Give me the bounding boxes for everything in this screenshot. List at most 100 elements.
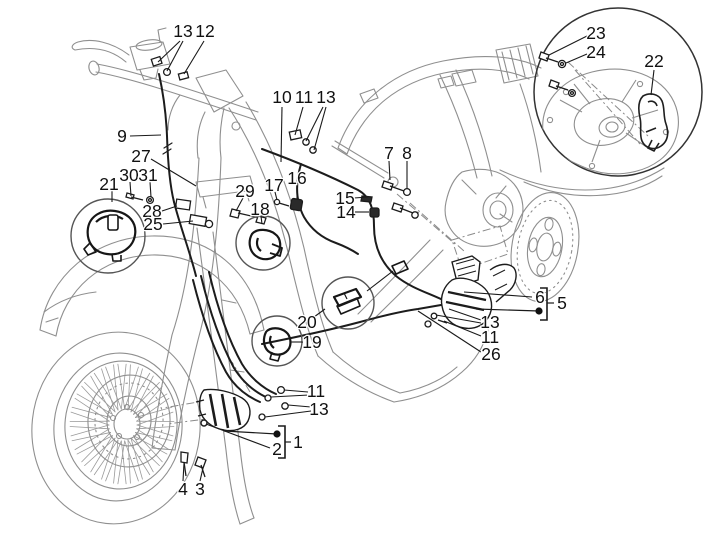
frame-tubes [228, 43, 542, 403]
rear-brake-hose [261, 148, 448, 303]
leader-line-29 [235, 197, 244, 212]
leader-line-20 [313, 308, 326, 318]
leader-line-23 [548, 35, 588, 56]
front-brake-disc [87, 374, 171, 468]
leader-line-22 [650, 69, 655, 96]
front-fender [39, 235, 265, 337]
leader-line-25 [162, 220, 194, 225]
callout-20: 20 [297, 312, 317, 332]
callout-3: 3 [195, 479, 205, 499]
callout-26: 26 [481, 344, 500, 364]
leader-line-3 [199, 467, 204, 482]
callout-14: 14 [336, 202, 356, 222]
leader-line-11 [270, 394, 310, 398]
callout-11: 11 [307, 381, 325, 401]
callout-28: 28 [142, 201, 161, 221]
detail-circle-20 [321, 276, 375, 330]
leader-line-10 [280, 106, 283, 163]
leader-line-31 [149, 181, 152, 198]
leader-line-15 [353, 196, 369, 199]
leader-line-2 [205, 423, 271, 449]
leader-line-28 [161, 205, 178, 212]
callout-10: 10 [272, 87, 292, 107]
leader-line-11 [443, 320, 482, 337]
callout-13: 13 [316, 87, 335, 107]
wheel-spokes [69, 363, 175, 485]
leader-line-13 [264, 410, 312, 418]
callout-17: 17 [264, 175, 283, 195]
leader-line-20 [366, 270, 394, 292]
callout-22: 22 [644, 51, 663, 71]
front-brake-hose [158, 73, 175, 203]
callout-21: 21 [99, 174, 118, 194]
leader-line-7 [388, 160, 391, 181]
callout-16: 16 [287, 168, 306, 188]
callout-13: 13 [480, 312, 499, 332]
leader-line-13 [313, 106, 327, 151]
callout-25: 25 [143, 214, 162, 234]
callout-27: 27 [131, 146, 150, 166]
leader-dot [273, 430, 281, 438]
leader-line-13 [287, 404, 312, 408]
callout-9: 9 [117, 126, 127, 146]
steering-and-fork [151, 69, 255, 451]
detail-circle-18 [235, 215, 291, 271]
leader-line-13 [435, 314, 482, 324]
leader-line-9 [129, 134, 162, 137]
callout-7: 7 [384, 143, 394, 163]
callout-1: 1 [293, 432, 303, 452]
leader-line-13 [448, 308, 482, 321]
callout-2: 2 [272, 439, 282, 459]
detail-circle-gearbox [533, 7, 703, 177]
leader-line-4 [182, 462, 185, 482]
callout-6: 6 [535, 287, 545, 307]
detail-circles [70, 198, 375, 367]
callout-19: 19 [302, 332, 321, 352]
callout-18: 18 [250, 199, 269, 219]
leader-line-18 [260, 215, 263, 225]
gearbox-fasteners [538, 51, 577, 98]
detail-circle-parts [83, 209, 409, 362]
gearbox-alignment-lines [567, 61, 649, 145]
leader-line-26 [417, 310, 482, 353]
part-20-clamp [332, 287, 363, 308]
callout-5: 5 [557, 293, 567, 313]
callout-8: 8 [402, 143, 412, 163]
part-22-guard [637, 93, 669, 153]
leader-line-27 [150, 158, 197, 187]
leader-line-24 [565, 53, 588, 64]
rear-brake-caliper [440, 255, 517, 330]
part-18-clamp [248, 228, 282, 261]
part-21-switch [86, 209, 137, 256]
leader-line-12 [183, 40, 205, 75]
group-bracket [540, 287, 548, 321]
callout-30: 30 [119, 165, 139, 185]
callout-13: 13 [173, 21, 192, 41]
callout-12: 12 [195, 21, 214, 41]
leader-line-11 [283, 389, 309, 393]
leader-dot [535, 307, 543, 315]
detail-circle-19 [251, 315, 303, 367]
leader-line-6 [463, 291, 533, 298]
leader-line-13 [305, 106, 324, 142]
leg-shield [196, 227, 255, 525]
magnifier-swoosh [499, 167, 665, 191]
leader-line-13 [166, 40, 184, 72]
dot-leader-line [223, 430, 278, 435]
leader-line-11 [294, 106, 304, 136]
front-wheel [31, 331, 201, 525]
callout-11: 11 [481, 327, 499, 347]
callout-31: 31 [138, 165, 157, 185]
rear-transmission-hub [444, 168, 524, 247]
dot-leader-line [475, 308, 540, 312]
callout-15: 15 [335, 188, 354, 208]
callout-29: 29 [235, 181, 254, 201]
detail-circle-21 [70, 198, 146, 274]
rear-brake-cable [261, 304, 442, 345]
callout-24: 24 [586, 42, 606, 62]
callout-4: 4 [178, 479, 188, 499]
front-brake-caliper [195, 388, 251, 432]
